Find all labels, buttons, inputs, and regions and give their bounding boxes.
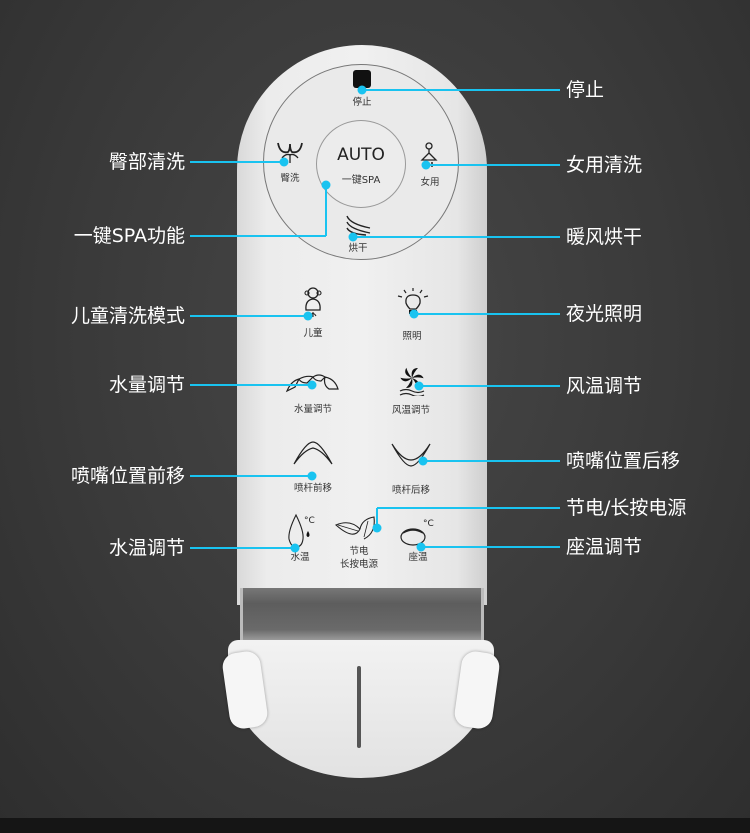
water-temp-callout-line <box>190 547 295 549</box>
nozzle-back-icon[interactable] <box>390 442 432 468</box>
seat-temp-callout-label: 座温调节 <box>566 536 643 558</box>
water-temp-label: 水温 <box>290 552 310 563</box>
svg-text:°C: °C <box>304 516 315 526</box>
bottom-strip <box>0 818 750 833</box>
female-wash-callout-dot <box>421 160 431 170</box>
holder-slot <box>357 666 361 748</box>
water-volume-callout-line <box>190 384 312 386</box>
air-temp-fan-icon[interactable] <box>397 366 427 396</box>
seat-temp-icon[interactable]: °C <box>398 515 436 547</box>
stop-callout-dot <box>357 85 367 95</box>
nozzle-forward-callout-dot <box>307 471 317 481</box>
air-temp-callout-label: 风温调节 <box>566 375 643 397</box>
spa-label: 一键SPA <box>341 175 381 186</box>
nozzle-forward-callout-label: 喷嘴位置前移 <box>70 465 185 487</box>
light-callout-label: 夜光照明 <box>566 303 643 325</box>
rear-wash-icon[interactable] <box>276 140 304 164</box>
water-volume-label: 水量调节 <box>293 404 333 415</box>
dry-callout-label: 暖风烘干 <box>566 226 643 248</box>
light-callout-line <box>414 313 560 315</box>
dry-callout-dot <box>348 232 358 242</box>
child-callout-dot <box>303 311 313 321</box>
nozzle-forward-icon[interactable] <box>292 440 334 466</box>
seat-temp-callout-dot <box>416 542 426 552</box>
water-volume-callout-dot <box>307 380 317 390</box>
female-wash-callout-label: 女用清洗 <box>566 154 643 176</box>
nozzle-forward-callout-line <box>190 475 312 477</box>
nozzle-back-callout-line <box>423 460 560 462</box>
female-wash-callout-line <box>426 164 560 166</box>
light-callout-dot <box>409 309 419 319</box>
rear-wash-callout-dot <box>279 157 289 167</box>
power-callout-dot <box>372 523 382 533</box>
child-label: 儿童 <box>303 328 323 339</box>
auto-spa-button[interactable]: AUTO 一键SPA <box>316 120 406 208</box>
child-callout-label: 儿童清洗模式 <box>70 305 185 327</box>
air-temp-callout-dot <box>414 381 424 391</box>
light-label: 照明 <box>402 331 422 342</box>
metal-band <box>240 588 484 640</box>
power-saving-leaf-icon[interactable] <box>334 515 380 545</box>
nozzle-back-callout-label: 喷嘴位置后移 <box>566 450 681 472</box>
seat-temp-callout-line <box>421 546 560 548</box>
auto-label: AUTO <box>337 145 385 165</box>
power-callout-label: 节电/长按电源 <box>566 497 687 519</box>
child-callout-line <box>190 315 308 317</box>
power-label-line2: 长按电源 <box>339 559 379 570</box>
child-wash-icon[interactable] <box>302 286 324 318</box>
dry-callout-line <box>353 236 560 238</box>
rear-wash-label: 臀洗 <box>280 173 300 184</box>
spa-callout-line <box>190 235 326 237</box>
air-temp-callout-line <box>419 385 560 387</box>
nozzle-back-label: 喷杆后移 <box>391 485 431 496</box>
female-wash-label: 女用 <box>420 177 440 188</box>
air-temp-label: 风温调节 <box>391 405 431 416</box>
power-label: 节电 长按电源 <box>340 545 378 571</box>
stop-label: 停止 <box>352 97 372 108</box>
nozzle-forward-label: 喷杆前移 <box>293 483 333 494</box>
water-temp-callout-dot <box>290 543 300 553</box>
dry-label: 烘干 <box>348 243 368 254</box>
water-temp-icon[interactable]: °C <box>285 513 315 549</box>
svg-text:°C: °C <box>423 519 434 529</box>
spa-callout-connector <box>325 185 327 236</box>
rear-wash-callout-line <box>190 161 284 163</box>
power-callout-connector <box>376 508 378 528</box>
water-temp-callout-label: 水温调节 <box>108 537 185 559</box>
stop-callout-line <box>362 89 560 91</box>
power-label-line1: 节电 <box>349 546 369 557</box>
water-volume-callout-label: 水量调节 <box>108 374 185 396</box>
stop-button[interactable] <box>353 70 371 88</box>
spa-callout-dot <box>321 180 331 190</box>
water-volume-icon[interactable] <box>285 371 341 393</box>
stop-callout-label: 停止 <box>566 79 605 101</box>
seat-temp-label: 座温 <box>408 552 428 563</box>
power-callout-line <box>377 507 560 509</box>
warm-air-dry-icon[interactable] <box>344 214 374 236</box>
rear-wash-callout-label: 臀部清洗 <box>108 151 185 173</box>
spa-callout-label: 一键SPA功能 <box>73 225 185 247</box>
nozzle-back-callout-dot <box>418 456 428 466</box>
